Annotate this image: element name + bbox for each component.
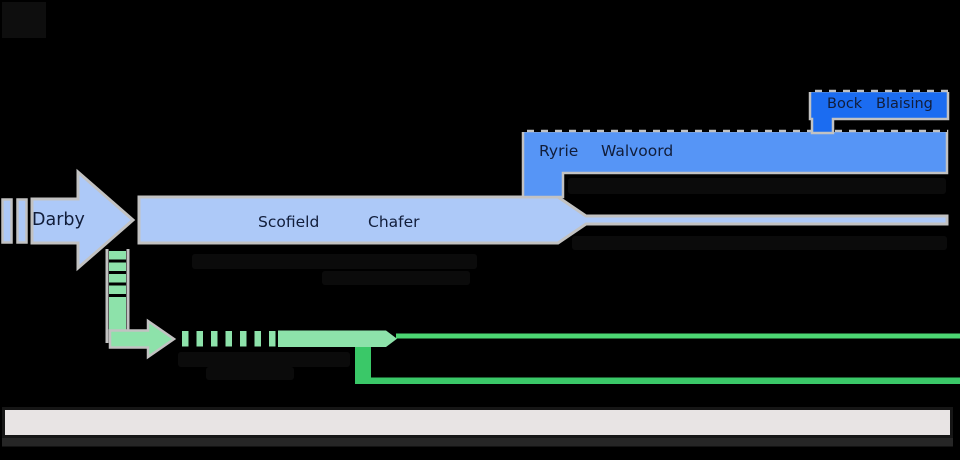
green-thin-line [396, 333, 960, 339]
illegible-text-smudge [322, 271, 470, 285]
bock-blaising-box [808, 89, 950, 135]
illegible-text-smudge [192, 254, 477, 269]
node-label-darby: Darby [32, 210, 85, 230]
illegible-text-smudge [206, 367, 294, 380]
node-label-chafer: Chafer [368, 213, 420, 231]
illegible-text-smudge [178, 352, 350, 367]
illegible-text-smudge [572, 236, 947, 250]
node-label-ryrie: Ryrie [539, 142, 579, 160]
scofield-chafer-bar [137, 195, 949, 245]
illegible-text-smudges [178, 178, 947, 380]
illegible-text-smudge [568, 178, 946, 194]
timeline-bar [2, 407, 953, 438]
node-label-bock: Bock [827, 96, 863, 112]
top-left-dark-box [2, 2, 46, 38]
node-label-scofield: Scofield [258, 213, 320, 231]
darby-arrow-tail-dash [16, 198, 28, 244]
node-label-walvoord: Walvoord [601, 142, 674, 160]
darby-arrow [30, 168, 136, 272]
node-label-blaising: Blaising [876, 96, 933, 112]
green-arrow [108, 318, 177, 360]
green-elbow-line [355, 347, 960, 384]
darby-arrow-tail-dash [1, 198, 13, 244]
timeline-bar-shadow [2, 437, 953, 447]
green-solid-bar [278, 330, 397, 347]
